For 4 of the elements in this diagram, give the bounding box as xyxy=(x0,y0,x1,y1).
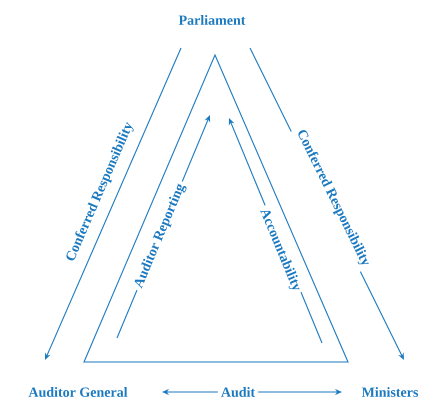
node-label: Ministers xyxy=(362,387,418,397)
edge-label: Audit xyxy=(218,384,258,400)
node-label: Auditor General xyxy=(28,387,128,397)
node-label: Parliament xyxy=(178,15,246,25)
